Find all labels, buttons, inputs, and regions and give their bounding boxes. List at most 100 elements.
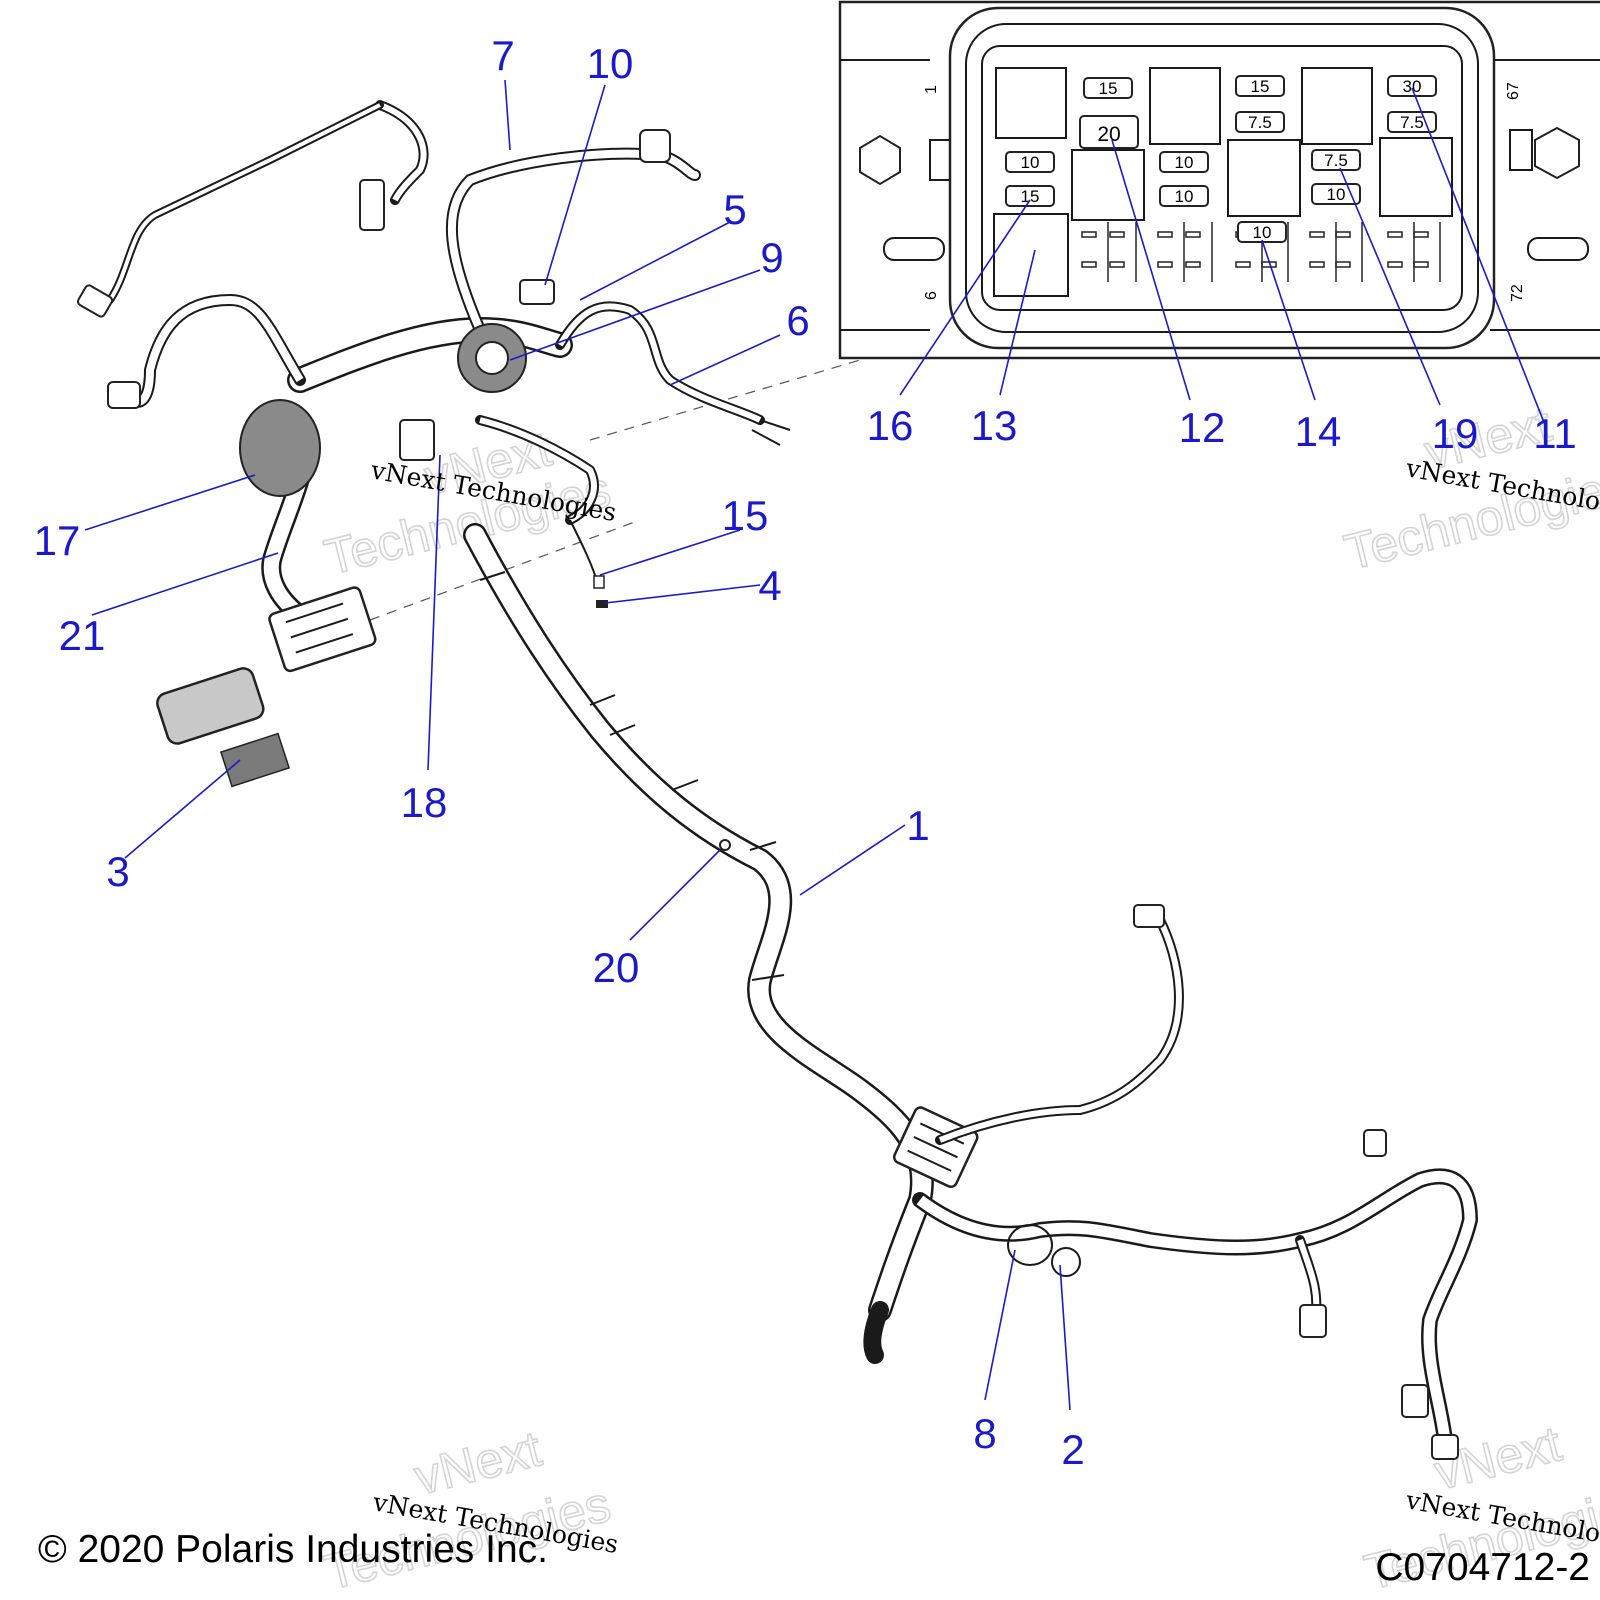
fuse-2 bbox=[1079, 115, 1139, 149]
projection-lines bbox=[369, 359, 861, 621]
leader-13 bbox=[999, 249, 1036, 396]
bolt-left bbox=[859, 134, 901, 186]
engine-branch-up bbox=[935, 915, 1184, 1145]
grommet-17 bbox=[239, 399, 321, 497]
right-tab bbox=[1509, 129, 1533, 171]
fuse-box-part bbox=[268, 586, 377, 673]
fuse-4 bbox=[1235, 111, 1285, 133]
connector-engine-bottom bbox=[1431, 1434, 1459, 1460]
leader-5 bbox=[579, 221, 731, 301]
leader-21 bbox=[91, 552, 279, 616]
connector-upper-right bbox=[639, 129, 671, 163]
fuse-group: 15 20 15 7.5 30 7.5 10 15 10 10 7.5 10 1… bbox=[1005, 75, 1437, 243]
leader-lines bbox=[84, 79, 1546, 1411]
callout-14: 14 bbox=[1295, 408, 1342, 455]
copyright-text: © 2020 Polaris Industries Inc. bbox=[38, 1528, 548, 1571]
fuse-11 bbox=[1311, 149, 1361, 171]
grommet-9-hole bbox=[475, 341, 509, 375]
pin-slot bbox=[1157, 261, 1173, 268]
right-branch-fill bbox=[557, 303, 762, 423]
pin-slot-grid bbox=[1081, 222, 1441, 282]
pin-slot bbox=[1387, 261, 1403, 268]
fuse-7 bbox=[1005, 151, 1055, 173]
pin-slot bbox=[1235, 261, 1251, 268]
pin-slot bbox=[1109, 231, 1125, 238]
leader-14 bbox=[1261, 239, 1316, 401]
pin-slot bbox=[1185, 261, 1201, 268]
light-bar-lead-fill bbox=[108, 103, 381, 302]
main-trunk-fill bbox=[465, 525, 932, 1320]
callout-13: 13 bbox=[971, 402, 1018, 449]
engine-branch-main-fill bbox=[916, 1170, 1476, 1441]
relay-mid-3 bbox=[1379, 137, 1453, 217]
fuse-box-inset: 15 20 15 7.5 30 7.5 10 15 10 10 7.5 10 1… bbox=[838, 0, 1600, 360]
pin-slot bbox=[1413, 261, 1429, 268]
leader-20 bbox=[629, 849, 721, 941]
leader-2 bbox=[1059, 1264, 1071, 1411]
leader-10 bbox=[544, 84, 606, 286]
engine-connector-block bbox=[892, 1106, 979, 1188]
callout-17: 17 bbox=[34, 517, 81, 564]
fuse-housing-inner bbox=[981, 45, 1463, 311]
connector-engine-top bbox=[1133, 904, 1165, 928]
callout-7: 7 bbox=[491, 32, 514, 79]
fuse-box-cover bbox=[156, 667, 265, 745]
fuse-8-rating: 15 bbox=[1021, 187, 1040, 206]
leader-8 bbox=[984, 1249, 1016, 1401]
left-slot bbox=[883, 237, 945, 261]
connector-10 bbox=[519, 279, 555, 305]
pin-label-72: 72 bbox=[1509, 284, 1526, 302]
bolt-right bbox=[1534, 126, 1580, 180]
fuse-11-rating: 7.5 bbox=[1324, 151, 1348, 170]
connector-engine-right bbox=[1401, 1384, 1429, 1418]
fuse-1-rating: 15 bbox=[1099, 79, 1118, 98]
leader-11 bbox=[1411, 87, 1546, 426]
clip-4 bbox=[596, 600, 608, 608]
callout-3: 3 bbox=[106, 848, 129, 895]
trunk-end bbox=[863, 1301, 889, 1364]
pin-slot bbox=[1309, 231, 1325, 238]
leader-7 bbox=[504, 79, 511, 151]
callout-9: 9 bbox=[760, 234, 783, 281]
engine-branch-main bbox=[912, 1168, 1478, 1448]
callout-2: 2 bbox=[1061, 1426, 1084, 1473]
mount-rails bbox=[840, 59, 1600, 331]
pin-slot bbox=[1309, 261, 1325, 268]
light-bar-lead bbox=[106, 101, 384, 304]
leader-9 bbox=[509, 269, 761, 361]
leader-19 bbox=[1339, 167, 1441, 406]
pin-slot bbox=[1157, 231, 1173, 238]
callout-5: 5 bbox=[723, 186, 746, 233]
fuse-label-decal bbox=[219, 732, 291, 788]
terminal-15 bbox=[593, 575, 605, 589]
relay-mid-2 bbox=[1227, 139, 1301, 217]
callout-16: 16 bbox=[867, 402, 914, 449]
leader-18 bbox=[427, 454, 441, 771]
pin-label-1: 1 bbox=[923, 85, 940, 94]
callout-labels: 1 2 3 4 5 6 7 8 9 10 11 12 13 14 15 16 1… bbox=[34, 32, 1577, 1473]
fuse-housing-mid bbox=[965, 23, 1479, 333]
callout-15: 15 bbox=[722, 492, 769, 539]
tie-strap-8 bbox=[1007, 1224, 1053, 1266]
fuse-1 bbox=[1083, 77, 1133, 99]
clip-20 bbox=[719, 839, 731, 851]
callout-21: 21 bbox=[59, 612, 106, 659]
ring-terminals bbox=[751, 419, 791, 446]
dash-tube-fill bbox=[289, 319, 571, 391]
pin-slot bbox=[1081, 231, 1097, 238]
upper-branch-2-fill bbox=[378, 102, 427, 202]
lead-wire-15 bbox=[569, 519, 597, 579]
fuse-9 bbox=[1159, 151, 1209, 173]
connector-engine-mid bbox=[1299, 1304, 1327, 1338]
fuse-8 bbox=[1005, 185, 1055, 207]
callout-19: 19 bbox=[1432, 410, 1479, 457]
callout-12: 12 bbox=[1179, 404, 1226, 451]
callout-11: 11 bbox=[1533, 410, 1577, 457]
wire-harness bbox=[76, 100, 1478, 1460]
connector-top-left bbox=[76, 284, 114, 318]
fuse-9-rating: 10 bbox=[1175, 153, 1194, 172]
leader-3 bbox=[124, 759, 241, 859]
fuse-box-body bbox=[268, 586, 377, 673]
fuse-7-rating: 10 bbox=[1021, 153, 1040, 172]
